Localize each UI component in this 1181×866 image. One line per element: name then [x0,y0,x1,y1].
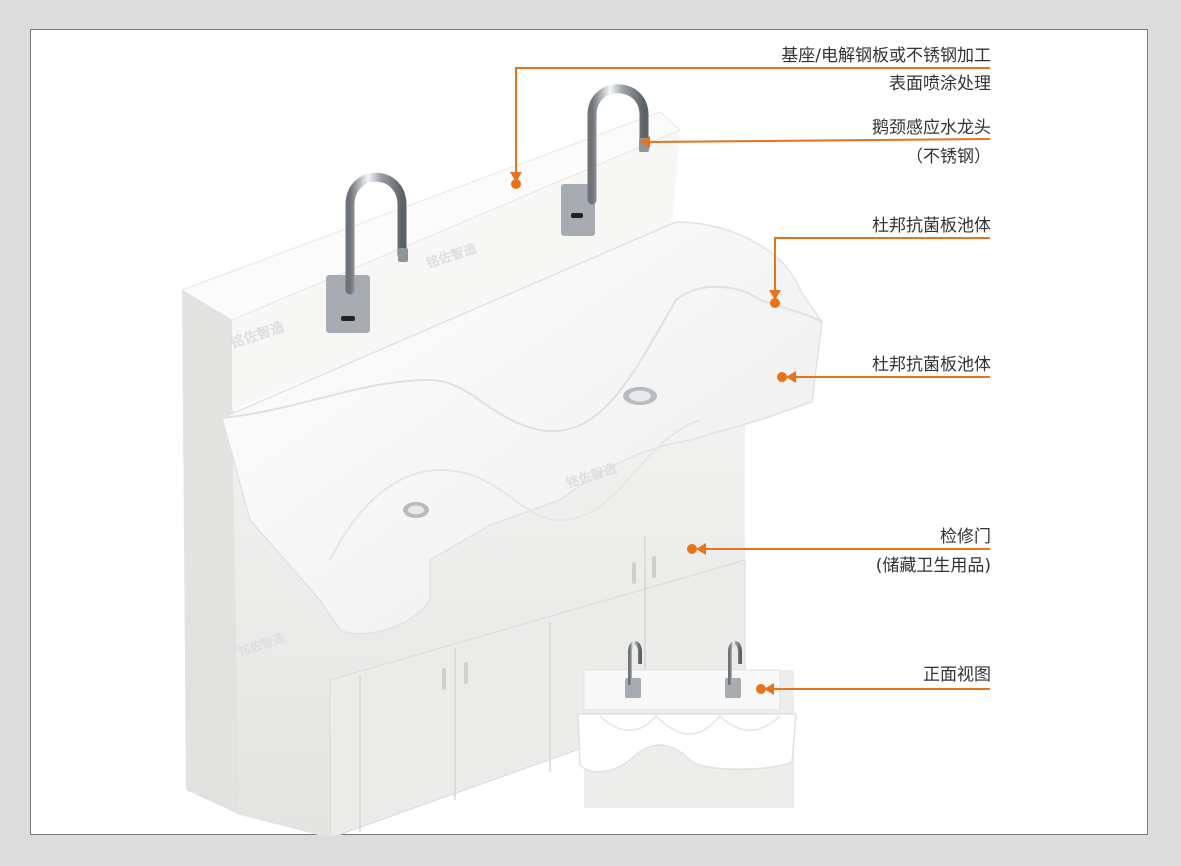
label-faucet-line1: 鹅颈感应水龙头 [872,118,991,138]
label-basin-inner: 杜邦抗菌板池体 [872,216,991,236]
door-handle [632,562,636,584]
label-base-line1: 基座/电解钢板或不锈钢加工 [781,46,991,66]
door-handle [442,668,446,690]
label-access-door-line1: 检修门 [940,527,991,547]
callout-lines [515,67,991,690]
label-base-line2: 表面喷涂处理 [889,74,991,94]
backsplash [182,112,680,410]
callout-dot [777,372,787,382]
thumb-faucet-icon [625,641,642,698]
callout-dot [511,179,521,189]
callout-dot [770,298,780,308]
basin-body [221,221,823,635]
arrow-icon [769,290,781,300]
label-faucet-line2: （不锈钢） [906,147,991,167]
basin-rim [221,285,823,433]
basin-front-curve [329,419,701,561]
callout-dot [687,544,697,554]
label-front-view: 正面视图 [923,665,991,685]
arrow-icon [764,683,774,695]
cabinet-side-panel [182,290,240,815]
leader-faucet [649,138,991,143]
gooseneck-faucet-icon [326,172,408,333]
arrow-icon [696,543,706,555]
door-handle [464,662,468,684]
main-sink: 铭佐智造 铭佐智造 铭佐智造 铭佐智造 [180,84,823,839]
arrow-icon [640,136,650,148]
arrow-icon [510,172,522,182]
drain [623,387,657,405]
thumb-backsplash [583,669,781,711]
leader-base [515,67,990,178]
leader-basin-inner [774,237,990,296]
backsplash-top [180,111,681,321]
label-basin-outer: 杜邦抗菌板池体 [872,355,991,375]
thumb-faucet-icon [725,641,742,698]
label-access-door-line2: (储藏卫生用品) [875,556,991,576]
callout-dot [756,684,766,694]
arrow-icon [786,371,796,383]
callout-markers [510,136,796,695]
drain [403,502,429,518]
door-handle [652,556,656,578]
